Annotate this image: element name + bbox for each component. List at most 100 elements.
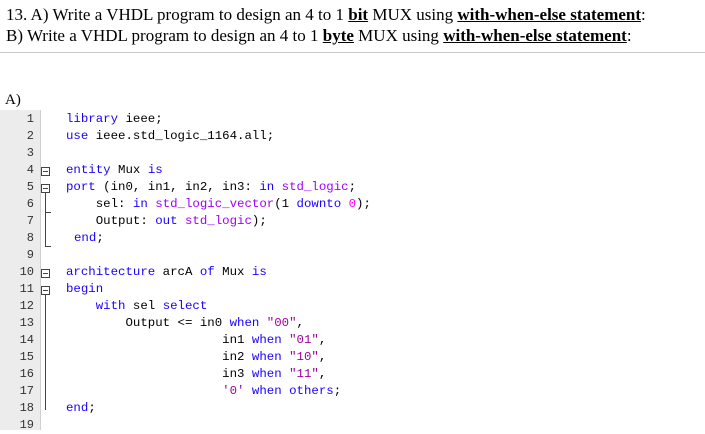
code-line-2: use ieee.std_logic_1164.all; <box>66 128 274 145</box>
line-number: 11 <box>19 282 34 296</box>
code-text <box>282 333 289 347</box>
string-literal: "00" <box>266 316 297 330</box>
fold-line <box>45 295 46 410</box>
keyword: when <box>251 350 282 364</box>
code-text <box>148 197 155 211</box>
code-line-4: entity Mux is <box>66 162 163 179</box>
fold-toggle-icon[interactable] <box>41 286 50 295</box>
code-line-5: port (in0, in1, in2, in3: in std_logic; <box>66 179 356 196</box>
keyword: of <box>199 265 215 279</box>
line-number: 1 <box>26 112 34 126</box>
code-text: ); <box>356 197 371 211</box>
line-number: 18 <box>19 401 34 415</box>
code-text <box>178 214 185 228</box>
keyword: in <box>132 197 148 211</box>
code-text: arcA <box>155 265 200 279</box>
code-text: in2 <box>66 350 252 364</box>
fold-toggle-icon[interactable] <box>41 167 50 176</box>
code-text: ieee; <box>118 112 163 126</box>
keyword: end <box>74 231 97 245</box>
code-text: (1 <box>274 197 297 211</box>
keyword: when <box>251 384 282 398</box>
line-number: 19 <box>19 418 34 432</box>
code-line-11: begin <box>66 281 103 298</box>
code-line-8: sel: <box>66 230 133 247</box>
line-number: 6 <box>26 197 34 211</box>
code-text: ieee.std_logic_1164.all; <box>88 129 275 143</box>
fold-line <box>45 193 46 230</box>
code-text: , <box>318 333 327 347</box>
code-text <box>66 384 222 398</box>
keyword: downto <box>296 197 342 211</box>
fold-line <box>45 212 51 213</box>
code-text: sel: <box>66 197 133 211</box>
code-text <box>282 350 289 364</box>
keyword: others <box>289 384 334 398</box>
keyword: in <box>259 180 275 194</box>
code-line-13: Output <= in0 when "00", <box>66 315 304 332</box>
line-number: 12 <box>19 299 34 313</box>
code-line-15: in2 when "10", <box>66 349 326 366</box>
code-text: Output: <box>66 214 156 228</box>
fold-toggle-icon[interactable] <box>41 184 50 193</box>
question-b-byte: byte <box>322 26 354 45</box>
code-text: Mux <box>214 265 252 279</box>
question-b-mid: MUX using <box>353 26 444 45</box>
type-name: std_logic <box>281 180 349 194</box>
keyword: with <box>95 299 126 313</box>
code-line-1: library ieee; <box>66 111 163 128</box>
string-literal: "01" <box>289 333 319 347</box>
code-text: , <box>296 316 304 330</box>
fold-line <box>45 230 46 246</box>
keyword: begin <box>66 282 104 296</box>
keyword: end <box>66 401 89 415</box>
code-text: ; <box>333 384 342 398</box>
code-line-6: sel: in std_logic_vector(1 downto 0); <box>66 196 371 213</box>
keyword: library <box>66 112 119 126</box>
question-b-statement: with-when-else statement <box>443 26 627 45</box>
line-number: 8 <box>26 231 34 245</box>
code-line-16: in3 when "11", <box>66 366 326 383</box>
type-name: std_logic_vector <box>155 197 275 211</box>
string-literal: '0' <box>222 384 245 398</box>
line-number: 7 <box>26 214 34 228</box>
line-number: 13 <box>19 316 34 330</box>
question-a-text: 13. A) Write a VHDL program to design an… <box>6 5 349 24</box>
question-a-mid: MUX using <box>368 5 458 24</box>
fold-markers <box>40 110 62 430</box>
code-text <box>66 299 96 313</box>
divider <box>0 52 705 53</box>
line-number: 16 <box>19 367 34 381</box>
line-number: 4 <box>26 163 34 177</box>
question-text: 13. A) Write a VHDL program to design an… <box>6 4 701 46</box>
code-line-12: with sel select <box>66 298 208 315</box>
code-editor: library ieee; use ieee.std_logic_1164.al… <box>66 111 371 415</box>
keyword: use <box>66 129 89 143</box>
code-text: , <box>318 350 327 364</box>
keyword: architecture <box>66 265 156 279</box>
type-name: std_logic <box>184 214 252 228</box>
code-text: sel <box>125 299 163 313</box>
code-text: ); <box>251 214 267 228</box>
line-number: 3 <box>26 146 34 160</box>
code-text: ; <box>96 231 104 245</box>
fold-toggle-icon[interactable] <box>41 269 50 278</box>
code-text <box>259 316 266 330</box>
question-b-end: : <box>626 26 632 45</box>
keyword: select <box>162 299 208 313</box>
code-line-17: '0' when others; <box>66 383 341 400</box>
string-literal: "10" <box>289 350 319 364</box>
code-line-14: in1 when "01", <box>66 332 326 349</box>
code-text <box>244 384 251 398</box>
line-number: 17 <box>19 384 34 398</box>
question-a-statement: with-when-else statement <box>457 5 642 24</box>
string-literal: "11" <box>289 367 319 381</box>
keyword: when <box>229 316 260 330</box>
line-number: 14 <box>19 333 34 347</box>
code-text <box>341 197 348 211</box>
line-number-gutter <box>0 110 41 430</box>
part-a-label: A) <box>5 92 21 108</box>
code-text: , <box>318 367 327 381</box>
code-text <box>282 384 289 398</box>
code-text <box>274 180 281 194</box>
